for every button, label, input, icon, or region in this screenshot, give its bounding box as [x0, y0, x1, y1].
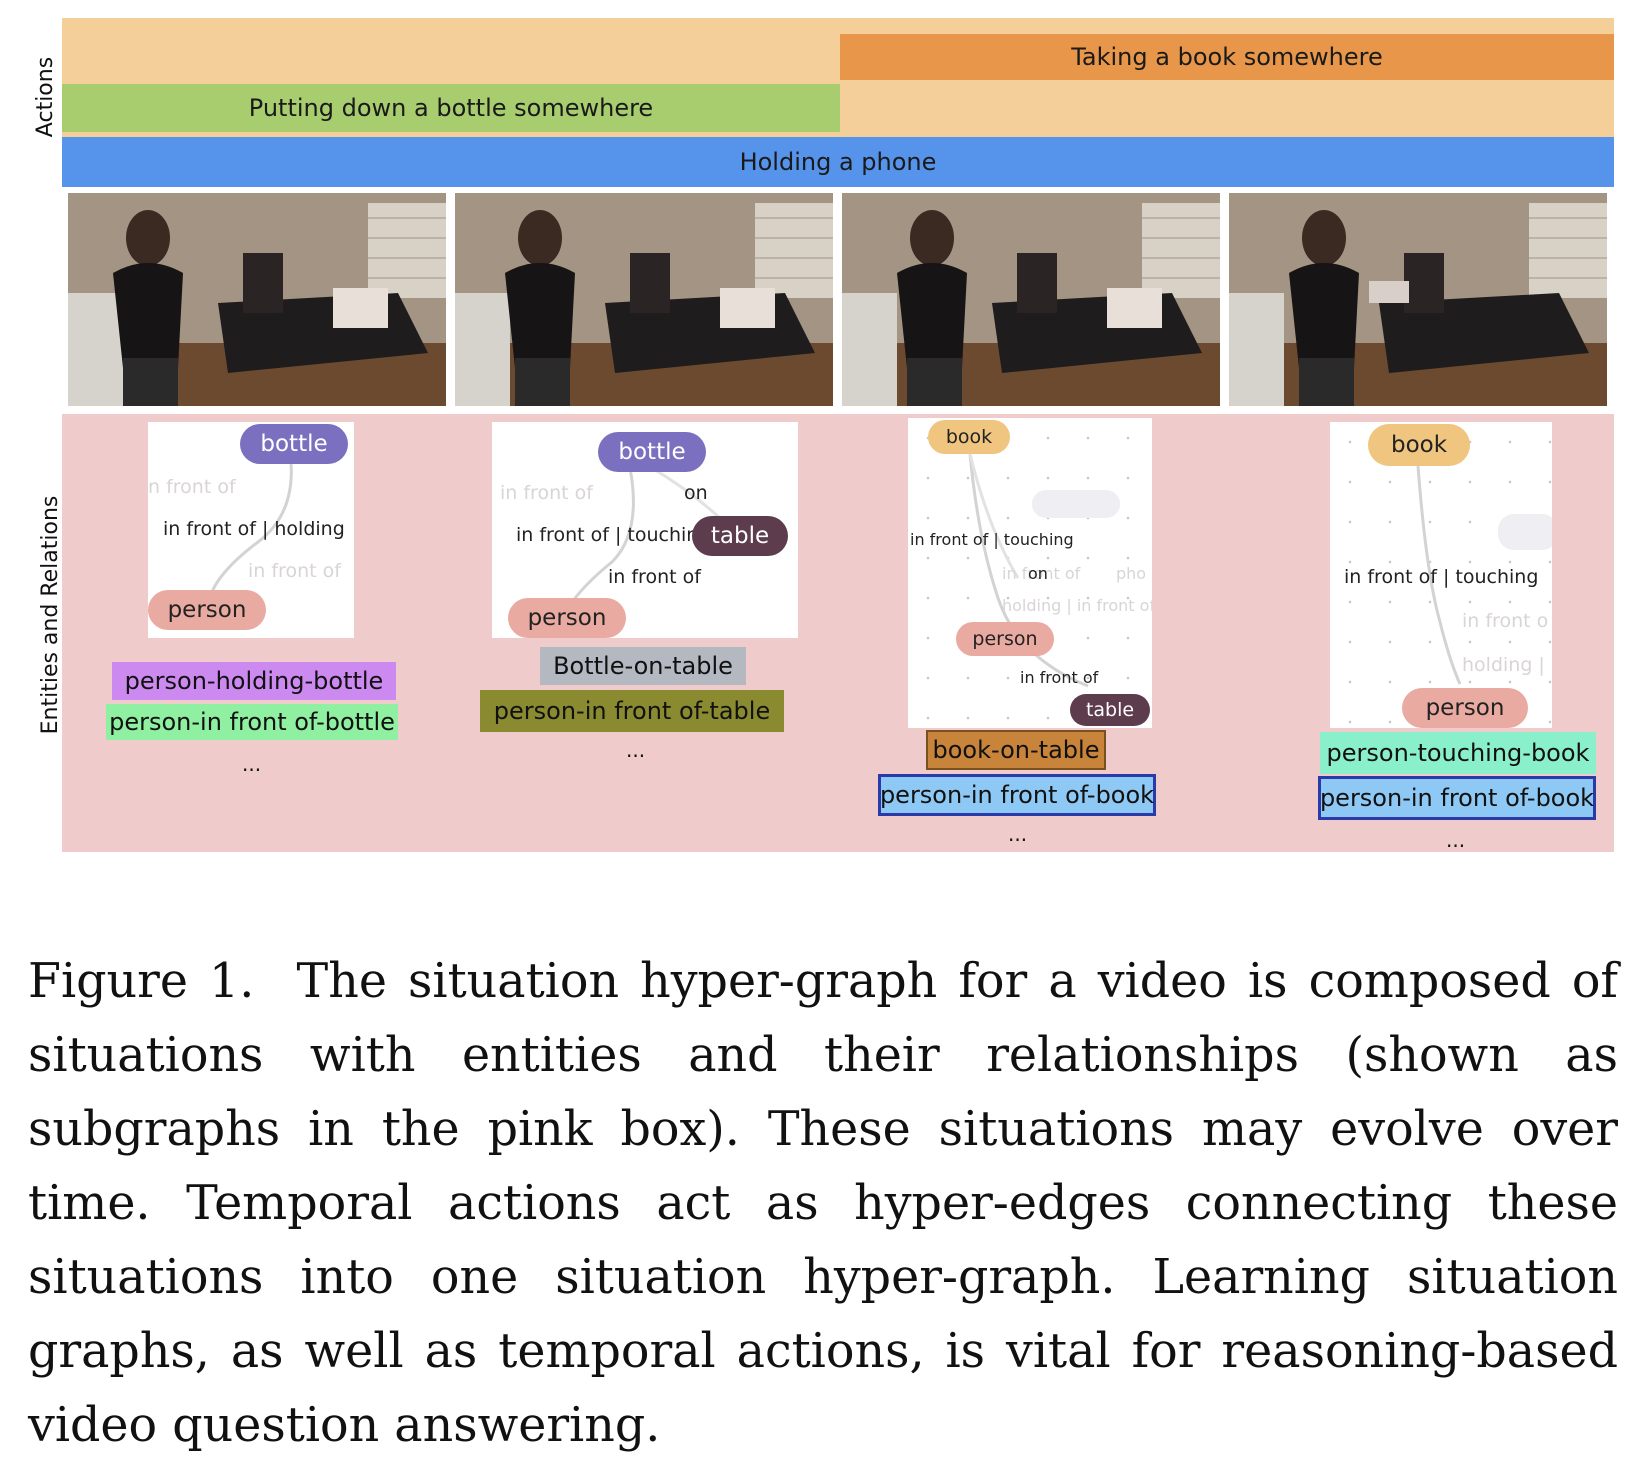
video-frame-2: [455, 193, 833, 406]
scene-graph-1: n front of in front of | holding in fron…: [148, 422, 354, 638]
node-bottle: bottle: [240, 424, 348, 464]
scene-graph-4: in front of | touching in front o holdin…: [1330, 422, 1552, 728]
node-table: table: [1070, 694, 1150, 726]
edge-label-in-front-of-touching: in front of | touching: [910, 530, 1074, 549]
edge-label-faint: holding | in front of: [1002, 596, 1152, 615]
scene-graph-3: in front of | touching in front of on ph…: [908, 418, 1152, 728]
actions-axis-label: Actions: [32, 56, 58, 138]
relation-tag: person-in front of-book: [878, 774, 1156, 816]
edge-label-faint: pho: [1116, 564, 1147, 583]
node-book: book: [928, 420, 1010, 454]
relation-tag: person-touching-book: [1320, 732, 1596, 774]
relation-tag: book-on-table: [926, 730, 1106, 770]
node-bottle: bottle: [598, 432, 706, 472]
entities-axis-label: Entities and Relations: [37, 495, 63, 735]
relation-tag: Bottle-on-table: [540, 647, 746, 685]
ghost-node: [1498, 514, 1552, 550]
caption-label: Figure 1.: [28, 954, 255, 1009]
video-frame-4: [1229, 193, 1607, 406]
action-bar-putting-bottle: Putting down a bottle somewhere: [62, 84, 840, 132]
action-bar-holding-phone: Holding a phone: [62, 137, 1614, 187]
more-ellipsis: ...: [1446, 828, 1466, 852]
figure-caption: Figure 1. The situation hyper-graph for …: [28, 945, 1618, 1463]
relation-tag: person-in front of-bottle: [106, 704, 398, 740]
edge-label-faint: in front of: [248, 560, 341, 582]
relation-tag: person-in front of-table: [480, 690, 784, 732]
relation-tag: person-in front of-book: [1318, 776, 1596, 820]
edge-label-faint: in front o: [1462, 610, 1549, 632]
edge-label-in-front-of: in front of: [608, 566, 701, 588]
edge-label-on: on: [684, 482, 708, 504]
edge-label-faint: holding |: [1462, 654, 1545, 676]
caption-text: The situation hyper-graph for a video is…: [28, 954, 1618, 1453]
edge-label-faint: in front of: [1002, 564, 1081, 583]
node-book: book: [1368, 424, 1470, 466]
node-person: person: [1402, 688, 1528, 728]
node-person: person: [508, 598, 626, 638]
node-table: table: [692, 516, 788, 556]
edge-label-in-front-of-touching: in front of | touching: [1344, 566, 1539, 588]
edge-label-in-front-of-touching: in front of | touchin: [516, 524, 699, 546]
action-bar-taking-book: Taking a book somewhere: [840, 34, 1614, 80]
node-person: person: [956, 622, 1054, 656]
more-ellipsis: ...: [626, 738, 646, 762]
edge-label-in-front-of: in front of: [1020, 668, 1099, 687]
relation-tag: person-holding-bottle: [112, 662, 396, 700]
ghost-node: [1032, 490, 1120, 518]
more-ellipsis: ...: [242, 752, 262, 776]
edge-label-in-front-of-holding: in front of | holding: [163, 518, 345, 540]
node-person: person: [148, 590, 266, 630]
video-frame-1: [68, 193, 446, 406]
more-ellipsis: ...: [1008, 822, 1028, 846]
scene-graph-2: in front of on in front of | touchin in …: [492, 422, 798, 638]
edge-label-faint: in front of: [500, 482, 593, 504]
video-frame-3: [842, 193, 1220, 406]
edge-label-faint: n front of: [148, 476, 236, 498]
edge-label-on: on: [1028, 564, 1048, 583]
